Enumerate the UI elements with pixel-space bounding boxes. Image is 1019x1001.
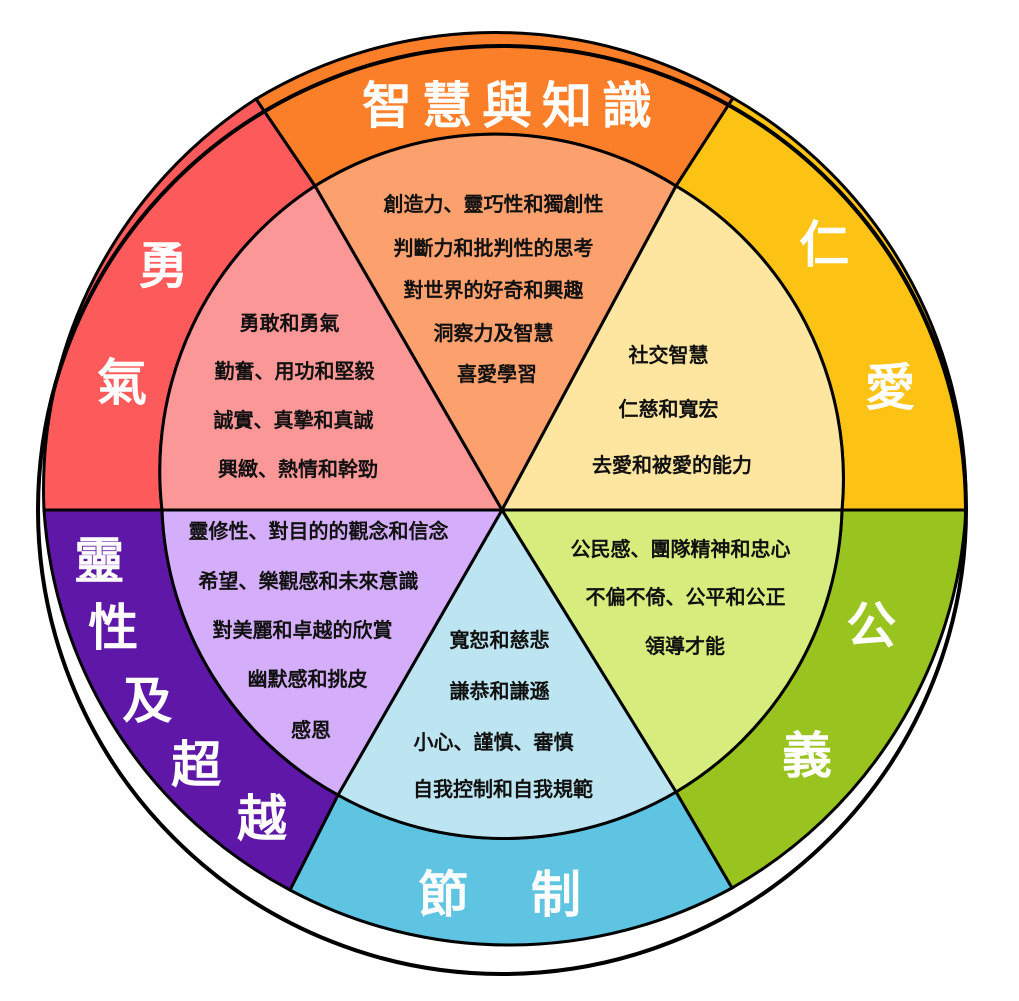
courage-inner-segment xyxy=(158,183,505,512)
strengths-transcendence: 靈修性、對目的的觀念和信念 希望、樂觀感和未來意識 對美麗和卓越的欣賞 幽默感和… xyxy=(189,519,456,742)
strengths-humanity: 社交智慧 仁慈和寬宏 去愛和被愛的能力 xyxy=(592,343,752,477)
humanity-inner-segment xyxy=(499,183,845,512)
wisdom-inner-segment xyxy=(312,132,678,514)
justice-inner-segment xyxy=(499,508,844,795)
strengths-justice: 公民感、團隊精神和忠心 不偏不倚、公平和公正 領導才能 xyxy=(571,537,798,658)
virtue-label-justice: 公 義 xyxy=(782,597,914,785)
virtue-label-courage: 勇 氣 xyxy=(97,237,206,412)
virtue-label-humanity: 仁 愛 xyxy=(799,216,915,417)
strengths-wisdom: 創造力、靈巧性和獨創性 判斷力和批判性的思考 對世界的好奇和興趣 洞察力及智慧 … xyxy=(383,192,611,386)
temperance-inner-segment xyxy=(335,507,679,840)
strengths-temperance: 寬恕和慈悲 謙恭和謙遜 小心、謹慎、審慎 自我控制和自我規範 xyxy=(413,628,593,801)
virtue-label-temperance: 節 制 xyxy=(418,866,581,924)
transcendence-inner-segment xyxy=(160,508,505,798)
virtue-label-wisdom: 智慧與知識 xyxy=(362,77,662,135)
virtue-label-transcendence: 靈 性 及 超 越 xyxy=(74,532,288,848)
strengths-courage: 勇敢和勇氣 勤奮、用功和堅毅 誠實、真摯和真誠 興緻、熱情和幹勁 xyxy=(214,311,382,481)
outer-border xyxy=(36,44,968,976)
